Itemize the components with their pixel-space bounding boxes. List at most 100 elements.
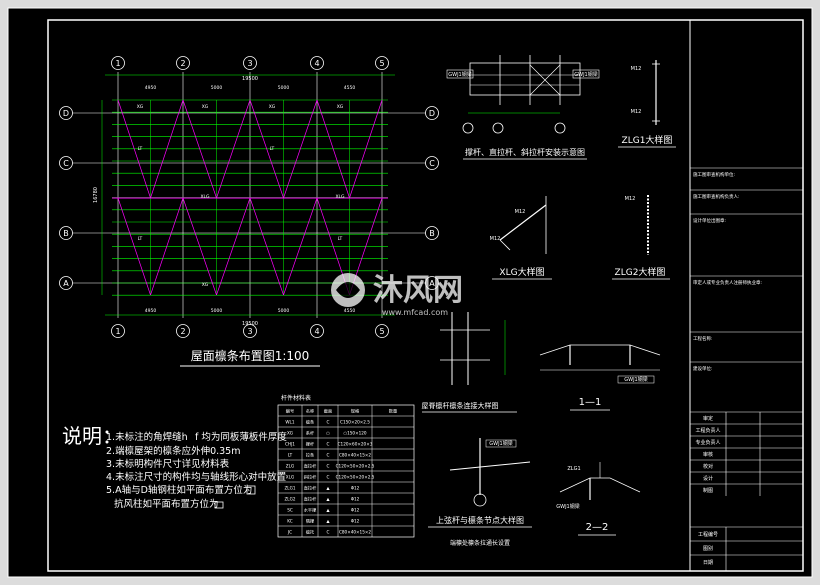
diagonal-brace: [249, 197, 284, 296]
axis-bubble: [425, 156, 439, 170]
note-line: 2.端檩屋架的檩条应外伸0.35m: [106, 445, 240, 457]
note-line: 3.未标明构件尺寸详见材料表: [106, 458, 230, 470]
xlg-label-bottom: M12: [490, 236, 501, 242]
bay-dimension: 4950: [145, 308, 157, 314]
section-2-2-gwj: GWJ1钢梁: [556, 503, 579, 510]
diagonal-brace: [182, 99, 217, 199]
title-block-bottom-label: 图别: [703, 545, 713, 552]
diagonal-brace: [216, 197, 251, 296]
title-block-sign-label: 专业负责人: [695, 439, 720, 446]
title-block-field: 工程名称:: [693, 335, 713, 342]
detail-section-1-1: GWJ1钢梁 1—1: [539, 344, 661, 411]
xlg-label-top: M12: [515, 209, 526, 215]
table-cell: ▲: [326, 508, 330, 513]
axis-bubble-label: B: [63, 229, 69, 238]
watermark-url: www.mfcad.com: [382, 308, 448, 317]
axis-bubble-label: B: [429, 229, 435, 238]
gwj-tag-frame: [617, 375, 655, 384]
material-table-title: 杆件材料表: [281, 394, 311, 402]
table-cell: 隅撑: [306, 518, 315, 525]
diagonal-brace: [316, 99, 350, 199]
table-cell: 斜拉杆: [304, 474, 317, 481]
diagonal-brace: [216, 99, 251, 199]
table-cell: 系杆: [306, 430, 315, 437]
member-label: XG: [337, 104, 344, 110]
axis-bubble-label: 1: [115, 59, 120, 68]
table-cell: 直拉杆: [304, 463, 317, 470]
wind-column-symbol: [214, 501, 224, 509]
member-label: XG: [269, 104, 276, 110]
detail-zlg2: M12 ZLG2大样图: [612, 195, 670, 280]
gwj-tag-left: GWJ1钢梁: [448, 71, 471, 78]
table-cell: 水平撑: [304, 507, 317, 514]
axis-bubble-label: A: [63, 279, 69, 288]
table-cell: C120×50×20×2.5: [336, 475, 375, 480]
section-2-2-zlg1: ZLG1: [567, 466, 580, 472]
axis-bubble: [425, 106, 439, 120]
xlg-hook: [499, 239, 511, 251]
axis-bubble: [59, 226, 73, 240]
detail-chord-node: GWJ1钢梁 上弦杆与檩条节点大样图 端檩处檩条拉通长设置: [428, 438, 532, 547]
plan-title: 屋面檩条布置图1:100: [191, 348, 310, 363]
title-block-sign-label: 审核: [703, 451, 713, 458]
bay-dimension: 4550: [344, 85, 356, 91]
zlg1-m12-top: M12: [631, 66, 642, 72]
axis-bubble-label: 2: [180, 327, 185, 336]
title-block-frame: [689, 19, 804, 572]
plan-overall-dim-bottom: 19500: [242, 321, 258, 327]
axis-bubble-label: 4: [314, 327, 319, 336]
note-line: 5.A轴与D轴钢柱如平面布置方位为: [106, 484, 252, 496]
axis-bubble: [425, 276, 439, 290]
brace-install-title: 撑杆、直拉杆、斜拉杆安装示意图: [465, 147, 585, 157]
title-block-field: 设计单位出图章:: [693, 217, 726, 224]
diagonal-brace: [150, 197, 184, 296]
axis-bubble-label: C: [63, 159, 69, 168]
note-line: 抗风柱如平面布置方位为: [114, 498, 219, 510]
table-cell: C: [327, 530, 330, 535]
axis-bubble-label: D: [63, 109, 69, 118]
gwj-tag-frame: [485, 439, 517, 448]
zlg1-title: ZLG1大样图: [622, 134, 673, 146]
axis-bubble: [554, 122, 566, 134]
table-cell: WL1: [285, 420, 294, 425]
axis-bubble: [111, 324, 125, 338]
table-cell: ZLG1: [284, 486, 295, 491]
axis-bubble: [375, 324, 389, 338]
detail-zlg1: M12 M12 ZLG1大样图: [618, 60, 676, 148]
detail-ridge-connection: 屋脊檩杆檩条连接大样图: [422, 312, 517, 413]
section-2-2-title: 2—2: [586, 522, 609, 533]
detail-brace-install: GWJ1钢梁 GWJ1钢梁 撑杆、直拉杆、斜拉杆安装示意图: [446, 55, 600, 160]
diagonal-brace: [283, 99, 318, 199]
zlg1-m12-bottom: M12: [631, 109, 642, 115]
general-notes: 说明： 1.未标注的角焊缝h2.端檩屋架的檩条应外伸0.35m3.未标明构件尺寸…: [62, 424, 287, 510]
diagonal-brace: [150, 99, 184, 199]
table-cell: Φ12: [351, 508, 360, 513]
table-cell: C120×50×20×2.5: [336, 464, 375, 469]
axis-bubble: [111, 56, 125, 70]
title-block-sign-label: 设计: [703, 475, 713, 482]
column-orientation-symbol: [246, 485, 256, 495]
title-block-sign-label: 校对: [703, 463, 713, 470]
member-label: LT: [138, 146, 143, 152]
table-cell: JC: [287, 530, 292, 535]
table-cell: C: [327, 453, 330, 458]
axis-bubble: [176, 324, 190, 338]
table-header-cell: 规格: [351, 408, 360, 415]
axis-bubble: [59, 276, 73, 290]
watermark-logo-mark: [336, 282, 360, 298]
diagonal-brace: [117, 197, 151, 296]
axis-bubble-label: 3: [247, 327, 252, 336]
axis-bubble: [462, 122, 474, 134]
axis-bubble-label: 1: [115, 327, 120, 336]
section-1-1-title: 1—1: [579, 397, 602, 408]
gwj-tag-frame: [446, 69, 474, 79]
zlg2-title: ZLG2大样图: [615, 266, 666, 278]
bay-dimension: 5000: [211, 85, 223, 91]
bay-dimension: 5000: [278, 308, 290, 314]
table-cell: C: [327, 420, 330, 425]
plan-side-dim: 16780: [93, 187, 99, 203]
